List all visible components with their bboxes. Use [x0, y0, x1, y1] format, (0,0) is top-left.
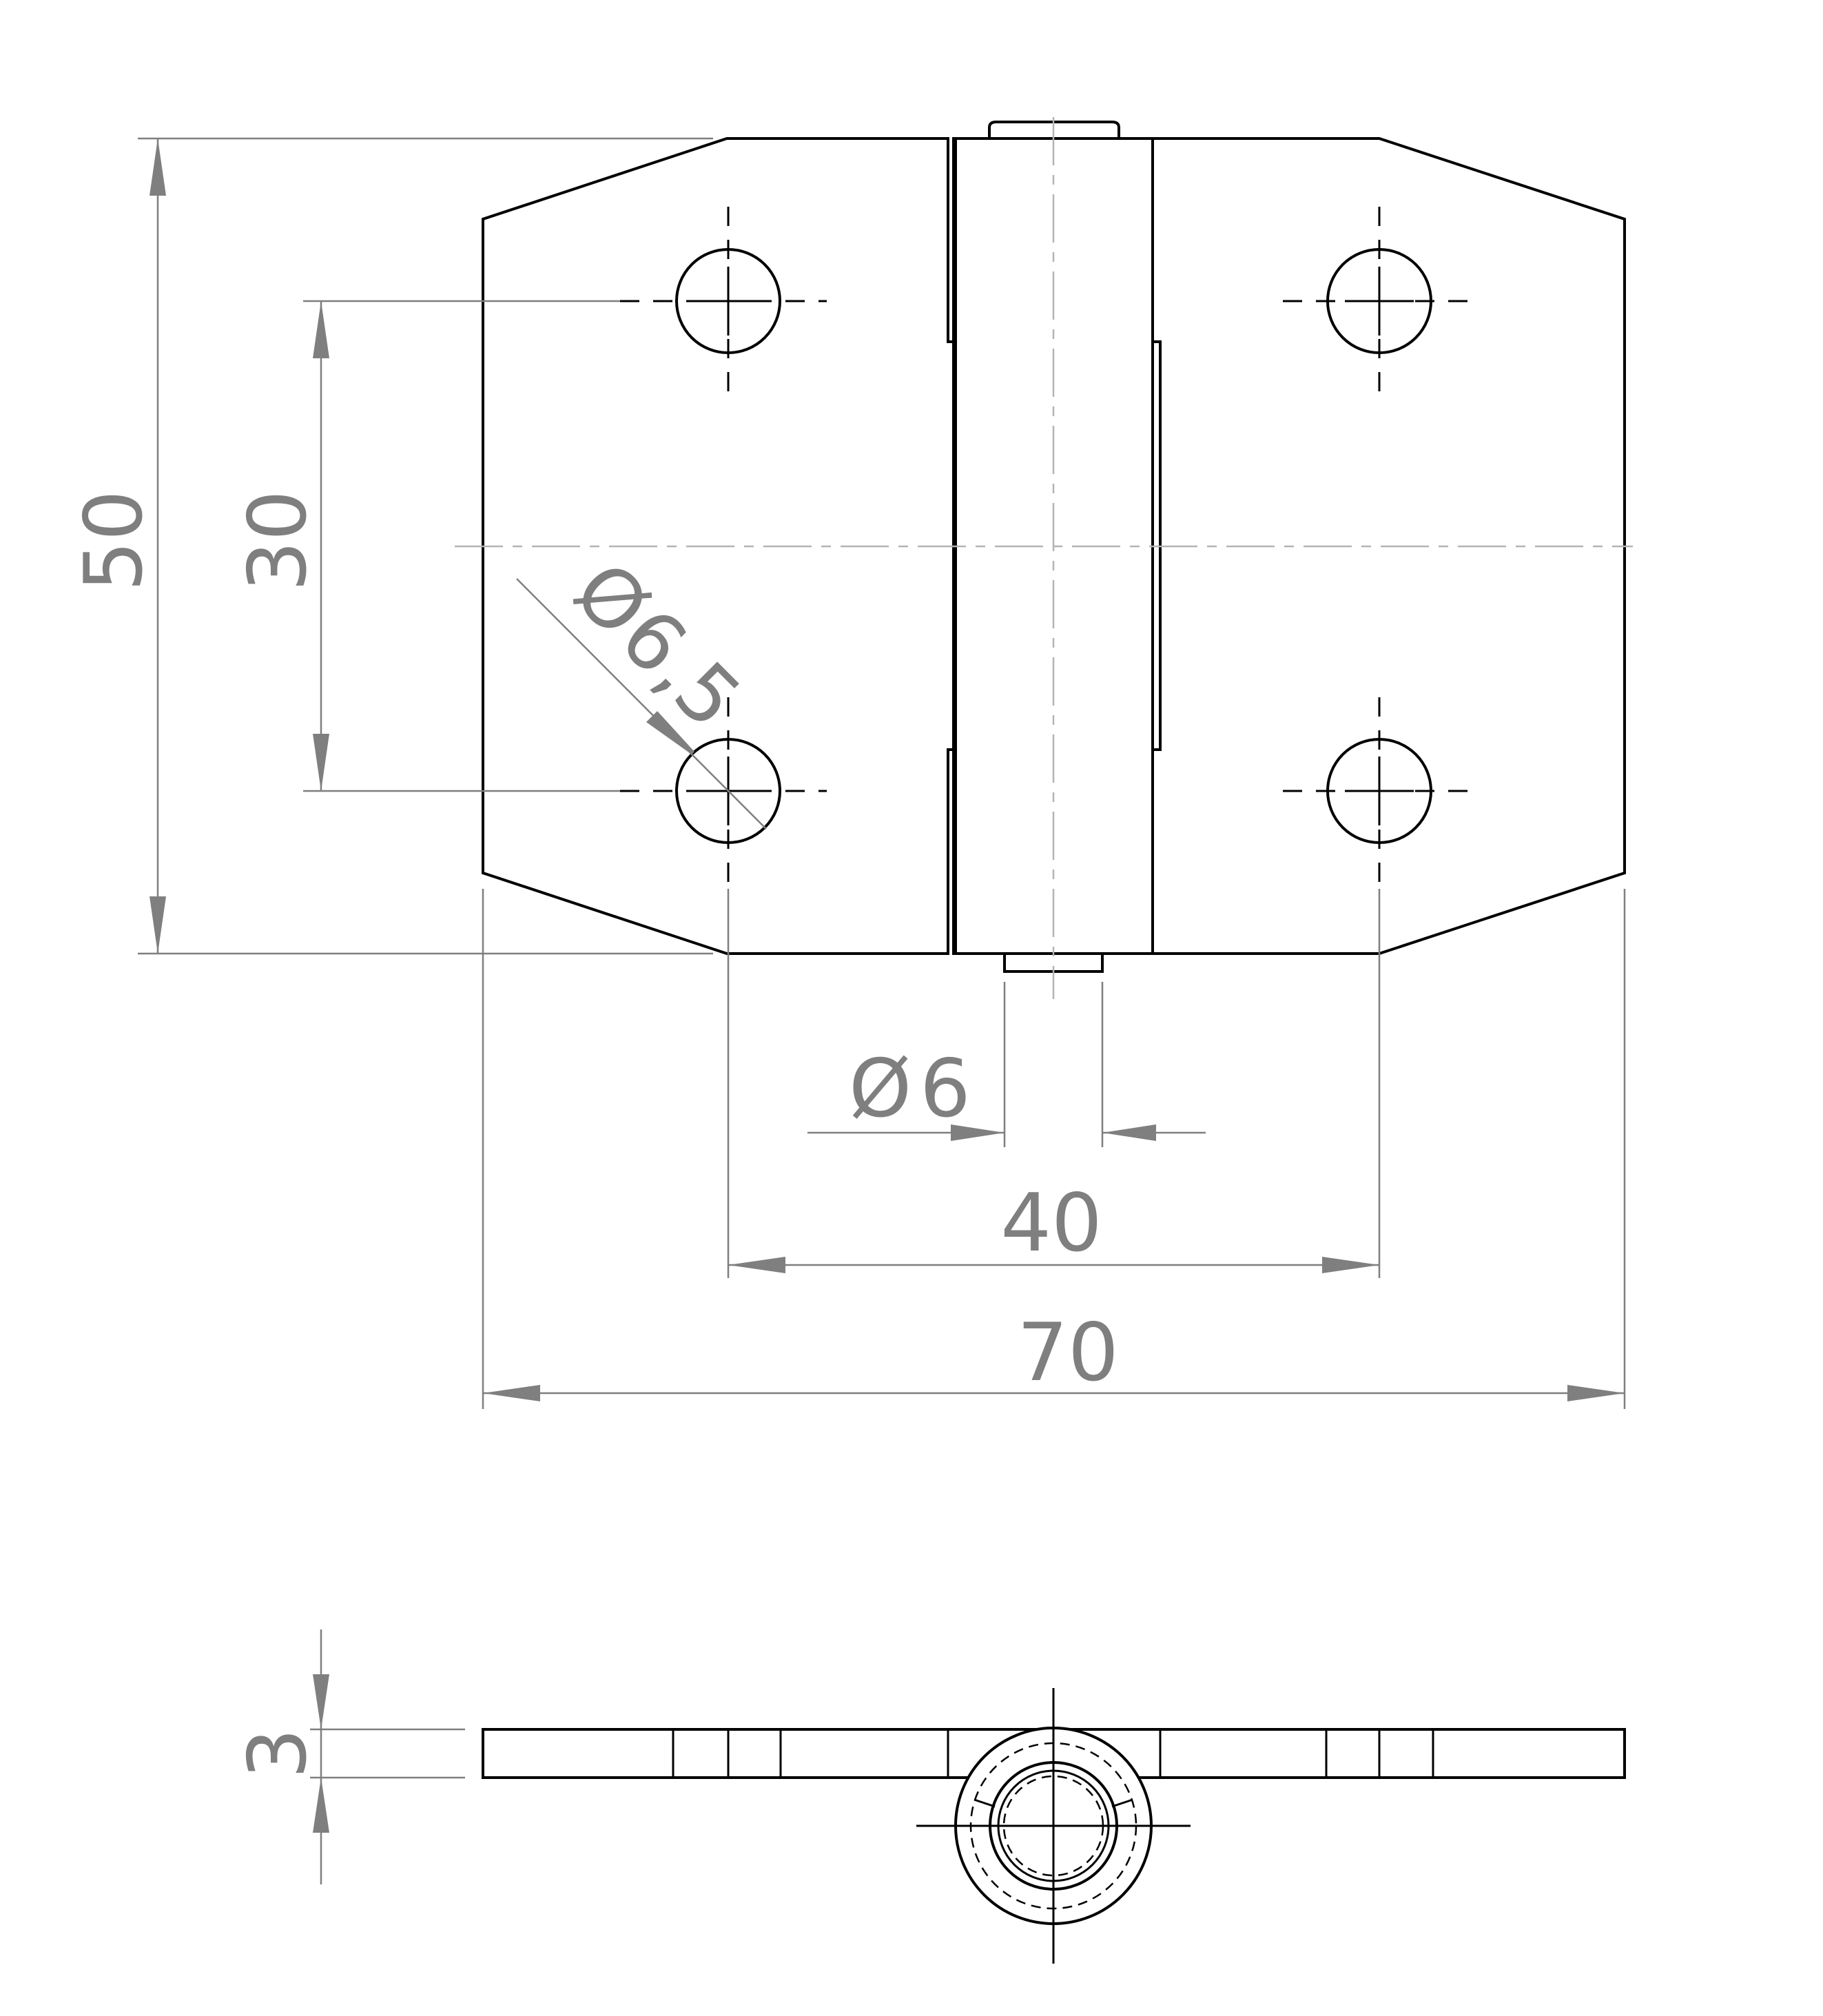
right-leaf-outline	[952, 137, 1162, 955]
dimension-label-40: 40	[1000, 1177, 1102, 1270]
pin-diameter-value: 6	[920, 1042, 971, 1135]
hole-top-left	[620, 207, 827, 400]
dimension-pin-diameter-6: Ø 6	[807, 982, 1206, 1147]
left-leaf-outline	[482, 137, 957, 955]
pin-diameter-symbol: Ø	[849, 1042, 912, 1135]
hole-bottom-left	[620, 697, 827, 889]
hole-bottom-right	[1283, 697, 1478, 889]
dimension-hole-spacing-40: 40	[727, 889, 1381, 1278]
hole-top-right	[1283, 207, 1478, 400]
dimension-width-70: 70	[482, 889, 1626, 1409]
dimension-label-50: 50	[68, 490, 161, 592]
dimension-height-50: 50	[68, 137, 713, 955]
dimension-hole-spacing-30: 30	[231, 300, 620, 792]
dimension-label-3: 3	[231, 1728, 325, 1779]
dimension-thickness-3: 3	[231, 1629, 465, 1884]
hinge-side-view	[482, 1688, 1626, 1964]
dimension-label-30: 30	[231, 490, 325, 592]
dimension-label-70: 70	[1017, 1306, 1119, 1399]
hinge-top-view	[455, 117, 1633, 999]
